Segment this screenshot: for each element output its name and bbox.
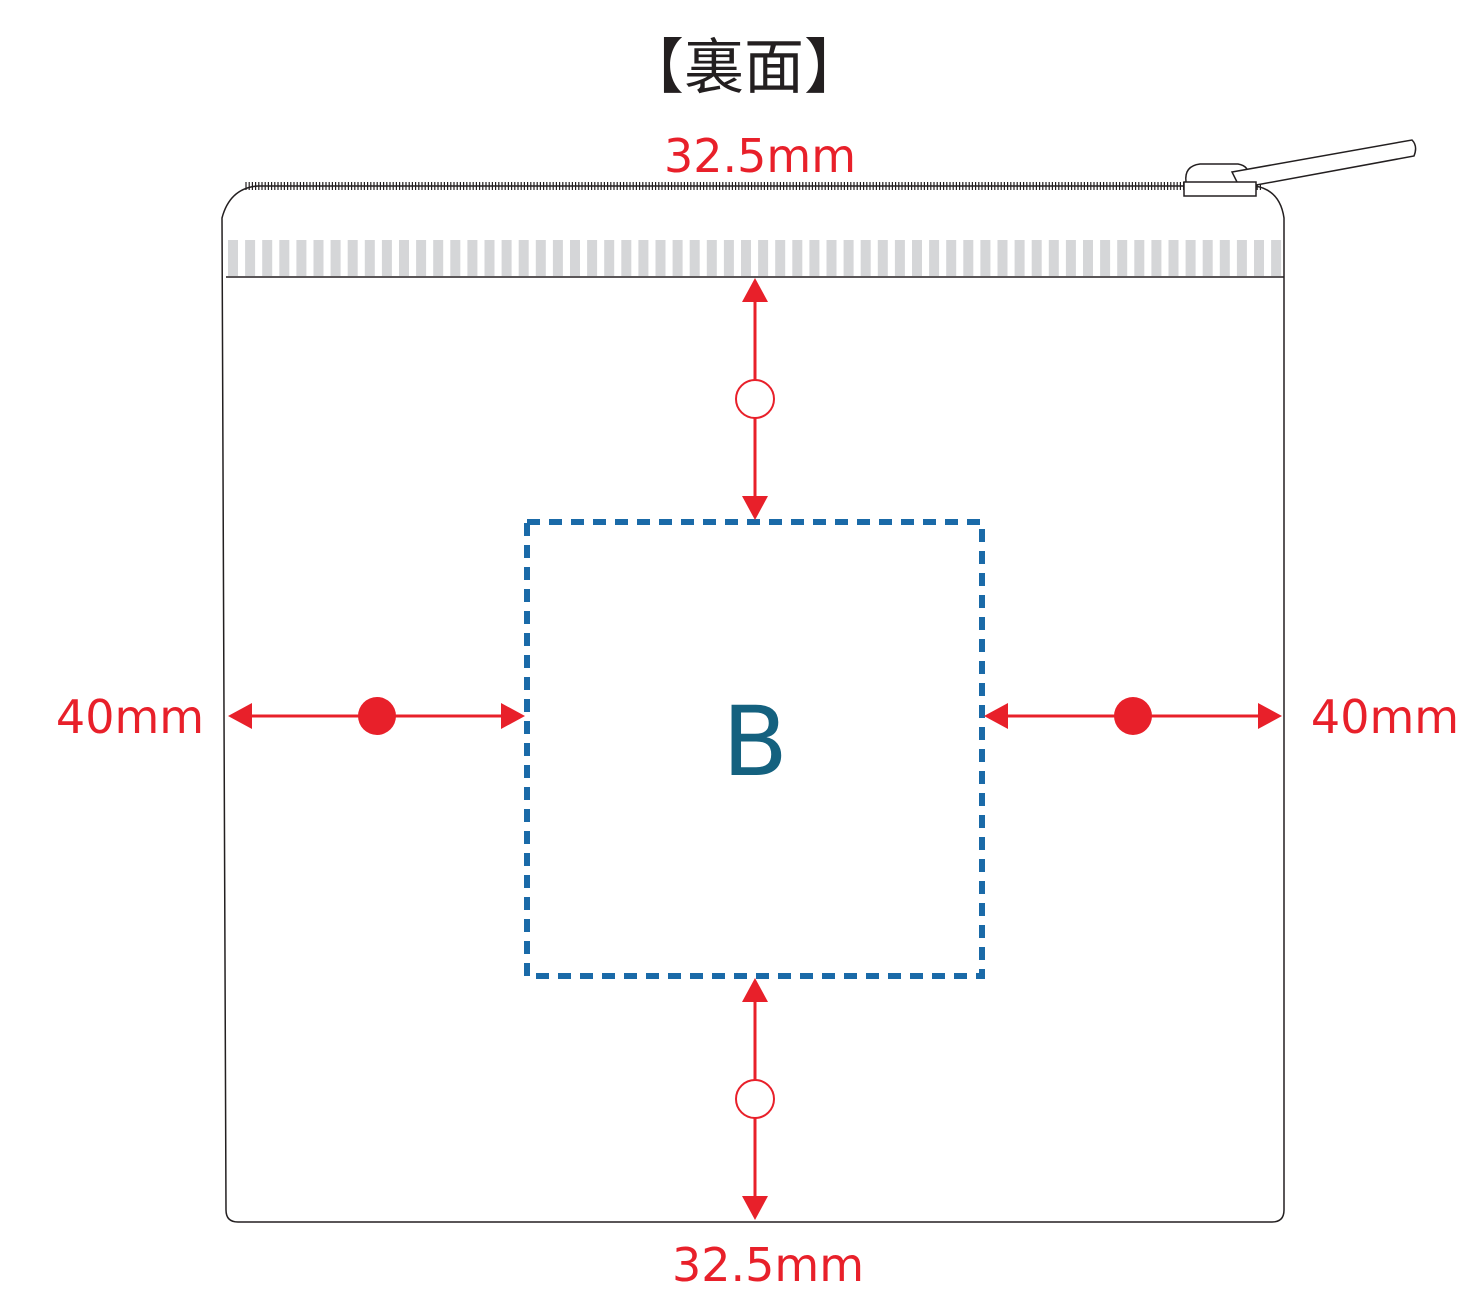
zipper-tape-stripe (1185, 240, 1196, 276)
zipper-tape-stripe (1271, 240, 1282, 276)
zipper-tape-stripe (1254, 240, 1264, 276)
zipper-tape-stripe (399, 240, 409, 276)
zipper-tape-stripe (381, 240, 392, 276)
zipper-tape-stripe (741, 240, 751, 276)
zipper-tape-stripe (1219, 240, 1230, 276)
zipper-tape-stripe (1031, 240, 1042, 276)
zipper-pull-icon (1183, 139, 1417, 197)
print-area-b (524, 519, 985, 979)
zipper-tape-stripe (689, 240, 700, 276)
zipper-tape-stripe (1014, 240, 1025, 276)
zipper-tape-stripe (1065, 240, 1076, 276)
zipper-tape-stripe (929, 240, 940, 276)
zipper-tape-stripe (364, 240, 375, 276)
right-dimension-label: 40mm (1311, 690, 1459, 744)
zipper-tape-stripe (809, 240, 820, 276)
bottom-dimension-label: 32.5mm (672, 1238, 864, 1289)
zipper-tape-stripe (518, 240, 529, 276)
zipper-tape-stripe (1117, 240, 1128, 276)
zipper-tape-stripe (758, 240, 769, 276)
zipper-tape-stripe (245, 240, 256, 276)
pouch-outline (221, 185, 1285, 1223)
zipper-tape-stripe (604, 240, 615, 276)
left-dimension-label: 40mm (56, 690, 204, 744)
bottom-margin-arrow (735, 978, 775, 1220)
zipper-tape-stripe (1202, 240, 1213, 276)
zipper-tape-stripe (228, 240, 238, 276)
zipper-tape-stripe (313, 240, 324, 276)
zipper-tape-stripe (894, 240, 905, 276)
left-margin-arrow (228, 697, 525, 735)
zipper-tape-stripe (638, 240, 649, 276)
zipper-tape-stripe (262, 240, 273, 276)
zipper-tape-stripe (501, 240, 512, 276)
zipper-tape-stripe (1168, 240, 1179, 276)
zipper-tape-stripe (450, 240, 461, 276)
zipper-tape-stripe (843, 240, 854, 276)
bottom-margin-open-marker (735, 1079, 775, 1119)
zipper-tape-stripe (1134, 240, 1145, 276)
zipper-tape-stripe (997, 240, 1008, 276)
zipper-tape-stripe (946, 240, 957, 276)
zipper-tape-stripe (792, 240, 803, 276)
zipper-tape-stripe (552, 240, 563, 276)
top-dimension-label: 32.5mm (664, 129, 856, 183)
zipper-tape-stripe (963, 240, 974, 276)
zipper-tape (228, 240, 1283, 276)
page-title: 【裏面】 (624, 33, 864, 103)
zipper-tape-stripe (535, 240, 546, 276)
zipper-tape-stripe (723, 240, 734, 276)
zipper-tape-stripe (621, 240, 632, 276)
zipper-tape-stripe (416, 240, 427, 276)
zipper-tape-stripe (1083, 240, 1093, 276)
zipper-tape-stripe (775, 240, 786, 276)
zipper-tape-stripe (587, 240, 598, 276)
zipper-tape-stripes (228, 240, 1282, 276)
zipper-tape-stripe (484, 240, 495, 276)
right-margin-filled-marker (1114, 697, 1152, 735)
zipper-tape-stripe (826, 240, 837, 276)
zipper-tape-stripe (1151, 240, 1162, 276)
zipper-tape-stripe (1236, 240, 1247, 276)
zipper-tape-stripe (433, 240, 444, 276)
zipper-tape-stripe (655, 240, 666, 276)
zipper-tape-stripe (570, 240, 580, 276)
zipper-tape-stripe (877, 240, 888, 276)
zipper-tape-stripe (296, 240, 307, 276)
left-margin-filled-marker (358, 697, 396, 735)
zipper-tape-stripe (1100, 240, 1111, 276)
top-margin-open-marker (735, 379, 775, 419)
zipper-tape-stripe (860, 240, 871, 276)
zipper-tape-stripe (912, 240, 922, 276)
zipper-tape-stripe (467, 240, 478, 276)
right-margin-arrow (984, 697, 1282, 735)
zipper-tape-stripe (279, 240, 290, 276)
zipper-tape-stripe (980, 240, 991, 276)
zipper-tape-stripe (330, 240, 341, 276)
zipper-tape-stripe (1048, 240, 1059, 276)
zipper-tape-stripe (347, 240, 358, 276)
zipper-tape-stripe (706, 240, 717, 276)
zipper-tape-stripe (672, 240, 683, 276)
top-margin-arrow (735, 278, 775, 520)
print-area-label: B (722, 686, 788, 798)
